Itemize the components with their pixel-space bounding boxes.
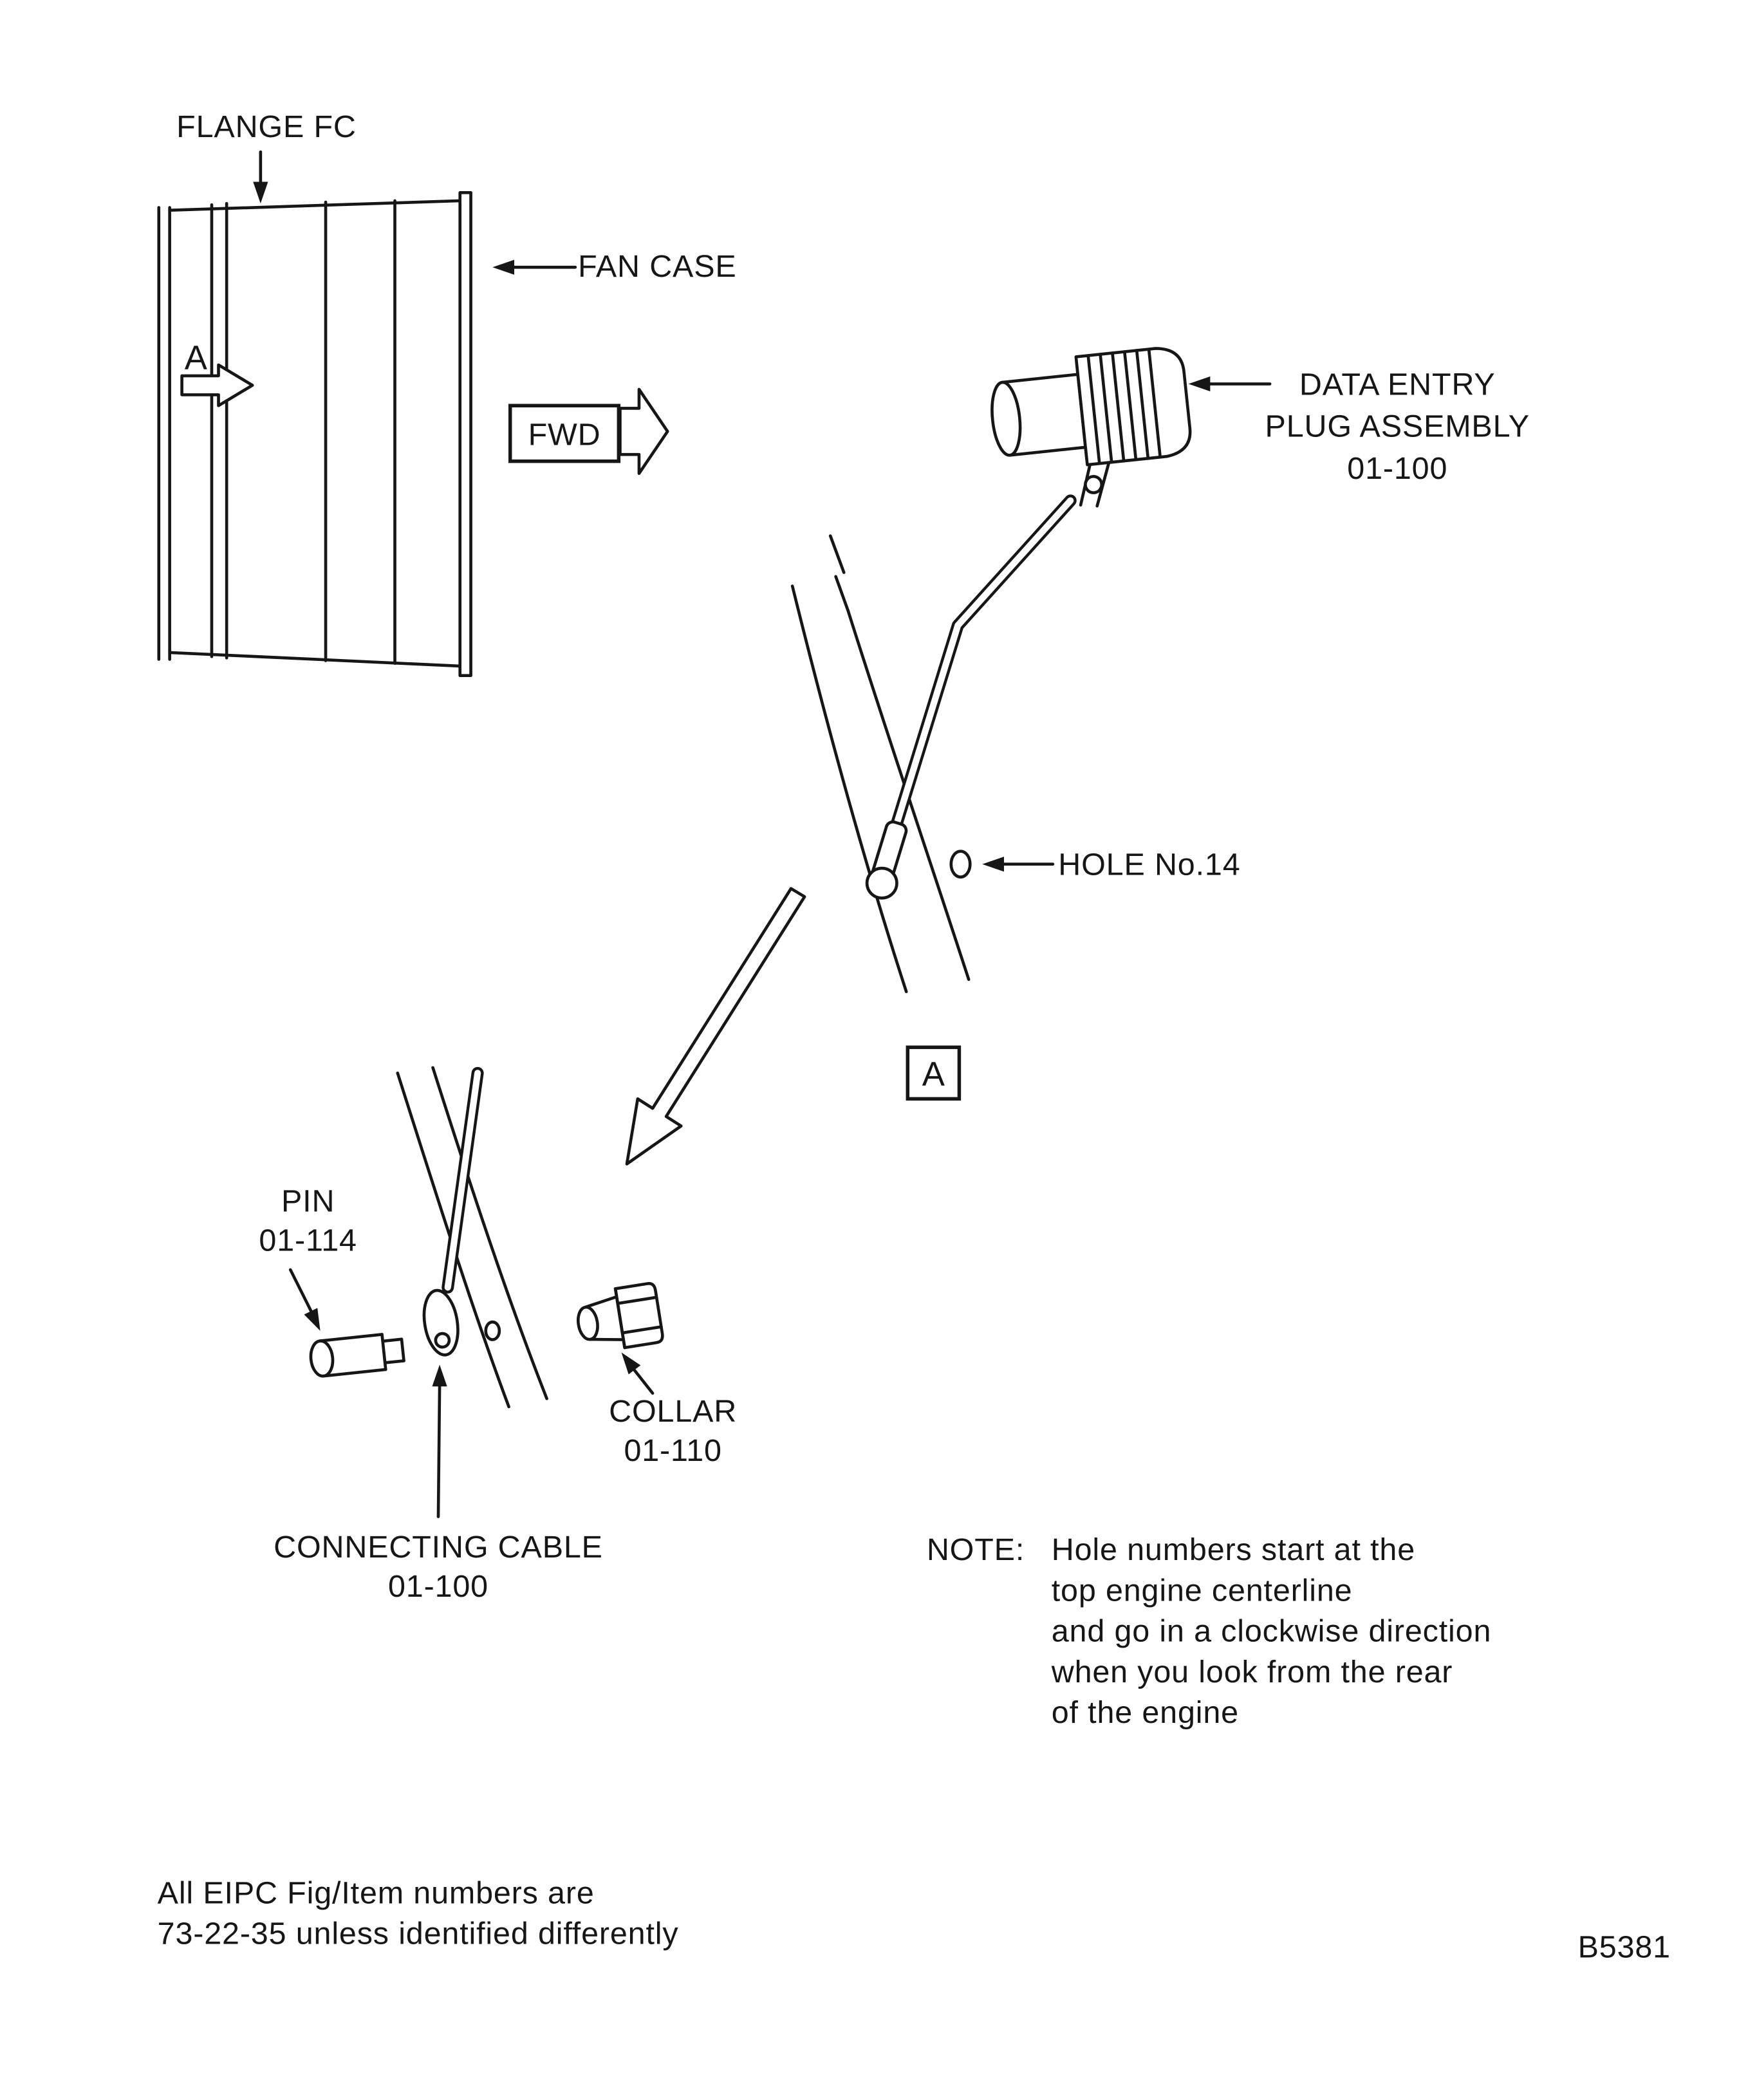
collar-callout: COLLAR 01-110 bbox=[609, 1352, 737, 1468]
connecting-cable-label-line1: CONNECTING CABLE bbox=[274, 1530, 603, 1565]
fan-case-label: FAN CASE bbox=[578, 249, 736, 284]
collar-drawing bbox=[577, 1281, 664, 1350]
fan-case-strut-lines bbox=[790, 534, 971, 994]
plug-cable-drawing bbox=[865, 494, 1077, 900]
fwd-symbol: FWD bbox=[508, 387, 669, 475]
cable-end-ball bbox=[865, 866, 898, 900]
data-entry-label-line1: DATA ENTRY bbox=[1299, 367, 1496, 402]
hole-14-callout: HOLE No.14 bbox=[982, 848, 1240, 882]
detail-pointer-arrow bbox=[625, 887, 806, 1166]
note-line-2: top engine centerline bbox=[1052, 1573, 1353, 1608]
note-line-3: and go in a clockwise direction bbox=[1052, 1614, 1492, 1649]
detail-a-letter: A bbox=[922, 1055, 945, 1093]
strut-hole bbox=[484, 1320, 501, 1341]
collar-label-line1: COLLAR bbox=[609, 1394, 737, 1429]
view-a-letter: A bbox=[185, 339, 208, 376]
footnote-line-1: All EIPC Fig/Item numbers are bbox=[158, 1875, 595, 1910]
pin-label-line1: PIN bbox=[281, 1184, 335, 1218]
footnote-block: All EIPC Fig/Item numbers are 73-22-35 u… bbox=[158, 1875, 679, 1951]
collar-label-line2: 01-110 bbox=[624, 1433, 721, 1468]
pin-callout: PIN 01-114 bbox=[259, 1184, 357, 1331]
figure-code: B5381 bbox=[1578, 1930, 1671, 1965]
note-line-4: when you look from the rear bbox=[1051, 1655, 1453, 1689]
connecting-cable-label-line2: 01-100 bbox=[388, 1569, 488, 1604]
fan-case-rear-flange bbox=[458, 191, 472, 678]
fan-case-drawing bbox=[157, 191, 472, 678]
detail-a-reference: A bbox=[906, 1045, 962, 1101]
detail-view-drawing bbox=[309, 1066, 664, 1409]
note-line-1: Hole numbers start at the bbox=[1052, 1532, 1415, 1567]
cable-clevis bbox=[422, 1288, 460, 1357]
note-prefix: NOTE: bbox=[927, 1532, 1025, 1567]
data-entry-label-line3: 01-100 bbox=[1347, 451, 1447, 486]
fwd-direction-arrow bbox=[618, 387, 669, 475]
data-entry-plug-callout: DATA ENTRY PLUG ASSEMBLY 01-100 bbox=[1188, 367, 1530, 486]
fwd-label: FWD bbox=[528, 417, 601, 452]
note-block: NOTE: Hole numbers start at the top engi… bbox=[927, 1532, 1491, 1730]
connecting-cable-callout: CONNECTING CABLE 01-100 bbox=[274, 1364, 603, 1604]
data-entry-plug-drawing bbox=[990, 347, 1192, 508]
flange-fc-label: FLANGE FC bbox=[176, 109, 357, 144]
footnote-line-2: 73-22-35 unless identified differently bbox=[158, 1917, 679, 1951]
note-line-5: of the engine bbox=[1052, 1695, 1239, 1730]
flange-fc-arrowhead bbox=[253, 181, 268, 204]
pin-drawing bbox=[309, 1333, 405, 1378]
data-entry-label-line2: PLUG ASSEMBLY bbox=[1265, 409, 1530, 444]
pin-label-line2: 01-114 bbox=[259, 1223, 357, 1258]
hole-14-drawing bbox=[949, 850, 972, 879]
fan-case-arrowhead bbox=[492, 259, 515, 275]
view-a-direction-arrow bbox=[180, 363, 254, 407]
hole-14-label: HOLE No.14 bbox=[1058, 848, 1240, 882]
